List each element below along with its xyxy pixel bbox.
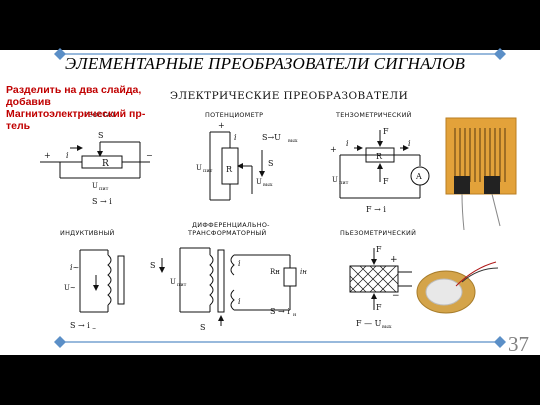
potentiometer-uvyh-sub: вых <box>263 182 273 188</box>
label-differential-2: ТРАНСФОРМАТОРНЫЙ <box>188 229 267 237</box>
potentiometer-formula-sub: вых <box>288 138 298 144</box>
inductive-formula: S → i <box>70 321 90 330</box>
reostat-u-sub: пит <box>99 186 109 192</box>
tensometric-f-top: F <box>383 127 389 136</box>
differential-formula-sub: н <box>293 312 297 318</box>
reostat-formula: S → i <box>92 197 112 206</box>
inductive-i: i~ <box>70 263 79 272</box>
potentiometer-r: R <box>226 165 233 174</box>
potentiometer-uvyh: U <box>256 178 262 186</box>
potentiometer-diagram <box>209 131 265 201</box>
tensometric-plus: + <box>330 145 337 154</box>
potentiometer-plus: + <box>218 121 225 130</box>
label-tensometric: ТЕНЗОМЕТРИЧЕСКИЙ <box>336 111 412 119</box>
tensometric-i-right: i <box>408 139 411 148</box>
piezo-diagram <box>349 248 412 310</box>
reostat-s: S <box>98 131 103 140</box>
tensometric-a: A <box>415 172 422 181</box>
piezo-formula: F — U <box>356 319 382 328</box>
reostat-i: i <box>66 151 69 160</box>
top-decorative-line <box>54 48 506 60</box>
reostat-plus: + <box>44 151 51 160</box>
bottom-decorative-line <box>54 336 506 348</box>
piezo-plus: + <box>390 255 398 265</box>
label-reostat: РЕОСТАТ <box>84 111 116 119</box>
potentiometer-formula: S→U <box>262 133 281 142</box>
piezo-minus: − <box>392 291 400 301</box>
reostat-u: U <box>92 182 98 190</box>
piezo-f-top: F <box>376 245 382 254</box>
tensometric-u-sub: пит <box>339 180 349 186</box>
differential-s-bottom: S <box>200 323 205 332</box>
tensometric-r: R <box>376 152 383 161</box>
strain-gauge-image <box>445 117 517 231</box>
differential-s-left: S <box>150 261 155 270</box>
label-inductive: ИНДУКТИВНЫЙ <box>60 229 115 237</box>
differential-diagram <box>159 247 297 326</box>
differential-i-1: i <box>238 259 241 268</box>
differential-u: U <box>170 278 176 286</box>
tensometric-i-left: i <box>346 139 349 148</box>
differential-rn: Rн <box>270 268 280 276</box>
reostat-minus: − <box>146 151 153 160</box>
tensometric-diagram <box>339 130 430 199</box>
potentiometer-i: i <box>234 133 237 142</box>
inductive-diagram <box>79 249 125 313</box>
inductive-u: U~ <box>64 284 76 292</box>
potentiometer-u-sub: пит <box>203 168 213 174</box>
potentiometer-s: S <box>268 159 273 168</box>
slide-title: ЭЛЕМЕНТАРНЫЕ ПРЕОБРАЗОВАТЕЛИ СИГНАЛОВ <box>65 54 466 73</box>
tensometric-u: U <box>332 176 338 184</box>
label-piezo: ПЬЕЗОМЕТРИЧЕСКИЙ <box>340 229 417 237</box>
tensometric-formula: F → i <box>366 205 386 214</box>
differential-formula: S → i <box>270 307 290 316</box>
differential-i-2: i <box>238 297 241 306</box>
differential-u-sub: пит <box>177 282 187 288</box>
page-number: 37 <box>508 332 529 356</box>
inductive-formula-sub: ~ <box>92 326 96 332</box>
tensometric-f-bottom: F <box>383 177 389 186</box>
label-potentiometer: ПОТЕНЦИОМЕТР <box>205 111 264 119</box>
editor-note: Разделить на два слайда, добавив Магнито… <box>6 84 146 132</box>
piezo-f-bottom: F <box>376 303 382 312</box>
potentiometer-u: U <box>196 164 202 172</box>
label-differential-1: ДИФФЕРЕНЦИАЛЬНО- <box>192 221 270 229</box>
piezo-formula-sub: вых <box>382 324 392 330</box>
reostat-diagram <box>40 141 150 179</box>
piezo-disc-image <box>416 261 499 314</box>
differential-in: iн <box>300 268 307 276</box>
reostat-r: R <box>102 159 109 169</box>
section-heading: ЭЛЕКТРИЧЕСКИЕ ПРЕОБРАЗОВАТЕЛИ <box>170 90 409 102</box>
